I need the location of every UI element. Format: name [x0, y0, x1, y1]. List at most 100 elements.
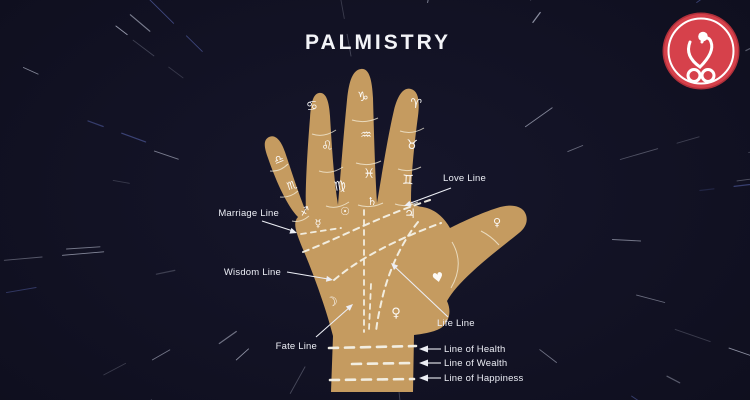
ray-dash — [5, 287, 37, 294]
logo-infinity-left — [686, 68, 702, 83]
wealth-line-path — [350, 361, 414, 366]
ray-dash — [696, 0, 701, 3]
ray-dash — [733, 183, 750, 187]
ray-dash — [728, 347, 750, 356]
ray-dash — [745, 47, 750, 52]
venus-thumb-icon: ♀ — [493, 216, 501, 229]
ray-dash — [61, 251, 105, 256]
ray-dash — [666, 375, 681, 384]
ray-dash — [103, 362, 127, 376]
heart-icon: ♥ — [431, 270, 446, 287]
fate-line-fork-path — [368, 283, 372, 331]
life-line-label: Life Line — [437, 318, 475, 329]
wisdom-line-label: Wisdom Line — [224, 267, 281, 278]
zodiac-cancer: ♋ — [305, 98, 319, 115]
label-line-of-wealth: Line of Wealth — [419, 358, 507, 369]
life-line-path — [375, 221, 419, 333]
ray-dash — [115, 25, 128, 36]
hand-shape — [264, 68, 527, 393]
ray-dash — [539, 349, 557, 363]
ray-dash — [155, 269, 176, 275]
fate-line-label: Fate Line — [276, 341, 317, 352]
wisdom-line-path — [333, 222, 442, 281]
ray-dash — [619, 148, 659, 160]
ray-dash — [567, 145, 584, 153]
finger-joint-lines — [269, 117, 500, 289]
label-marriage-line: Marriage Line — [218, 208, 297, 234]
brand-logo — [662, 12, 740, 90]
ray-dash — [185, 35, 203, 52]
health-line-path — [327, 344, 418, 350]
ray-dash — [153, 150, 179, 160]
mount-symbols: ☿ ☉ ♄ ♃ ♀ ♀ ☽ ♥ — [315, 195, 501, 321]
logo-inner-ring — [667, 17, 735, 85]
moon-icon: ☽ — [324, 294, 340, 312]
line-labels: Marriage Line Wisdom Line Fate Line Love… — [218, 173, 523, 384]
wealth-line-label: Line of Wealth — [444, 358, 507, 369]
ray-dash — [532, 11, 541, 23]
page-title: PALMISTRY — [305, 31, 451, 54]
label-wisdom-line: Wisdom Line — [224, 267, 333, 282]
ray-dash — [674, 328, 711, 343]
zodiac-leo: ♌ — [320, 138, 334, 155]
logo-infinity-right — [700, 68, 716, 83]
ray-dash — [427, 0, 429, 4]
zodiac-gemini: ♊ — [402, 173, 414, 189]
ray-dash — [699, 188, 715, 192]
marriage-line-label: Marriage Line — [218, 208, 279, 219]
label-line-of-happiness: Line of Happiness — [419, 373, 524, 384]
zodiac-pisces: ♓ — [363, 167, 375, 182]
label-life-line: Life Line — [391, 263, 475, 329]
zodiac-aries: ♈ — [409, 96, 423, 112]
ray-dash — [289, 366, 306, 394]
ray-dash — [151, 349, 171, 361]
sun-icon: ☉ — [340, 205, 350, 218]
ray-dash — [524, 107, 553, 128]
mercury-icon: ☿ — [315, 217, 322, 230]
ray-dash — [132, 39, 155, 57]
ray-dash — [218, 330, 237, 345]
palm-lines — [300, 199, 442, 382]
logo-swoosh — [686, 36, 714, 69]
label-line-of-health: Line of Health — [419, 344, 505, 355]
ray-dash — [235, 348, 249, 361]
ray-dash — [3, 256, 43, 261]
ray-dash — [22, 67, 39, 75]
ray-dash — [168, 66, 184, 79]
happiness-line-label: Line of Happiness — [444, 373, 524, 384]
zodiac-symbols: ♎ ♏ ♐ ♋ ♌ ♍ ♑ ♒ ♓ ♈ ♉ ♊ — [272, 90, 423, 219]
ray-dash — [398, 391, 401, 400]
ray-dash — [87, 120, 104, 128]
zodiac-virgo: ♍ — [333, 178, 347, 195]
ray-dash — [66, 246, 101, 250]
logo-disc — [664, 14, 738, 88]
ray-dash — [611, 239, 642, 242]
zodiac-taurus: ♉ — [406, 138, 419, 154]
label-love-line: Love Line — [404, 173, 486, 207]
ray-dash — [340, 0, 345, 19]
happiness-line-path — [328, 377, 416, 382]
jupiter-icon: ♃ — [404, 207, 416, 222]
marriage-line-path — [300, 227, 342, 235]
ray-dash — [631, 395, 639, 400]
venus-palm-icon: ♀ — [391, 306, 401, 321]
health-line-label: Line of Health — [444, 344, 505, 355]
zodiac-sagittarius: ♐ — [298, 204, 311, 219]
ray-dash — [121, 132, 147, 143]
ray-dash — [676, 136, 700, 144]
saturn-icon: ♄ — [367, 195, 377, 208]
zodiac-libra: ♎ — [272, 152, 286, 168]
zodiac-capricorn: ♑ — [357, 90, 369, 105]
label-fate-line: Fate Line — [276, 304, 353, 352]
love-line-path — [302, 199, 431, 253]
ray-dash — [149, 0, 175, 24]
ray-dash — [346, 33, 352, 57]
zodiac-aquarius: ♒ — [360, 128, 372, 143]
love-line-label: Love Line — [443, 173, 486, 184]
zodiac-scorpio: ♏ — [285, 178, 299, 193]
ray-dash — [636, 294, 666, 303]
ray-dash — [129, 14, 151, 32]
ray-dash — [736, 178, 750, 182]
